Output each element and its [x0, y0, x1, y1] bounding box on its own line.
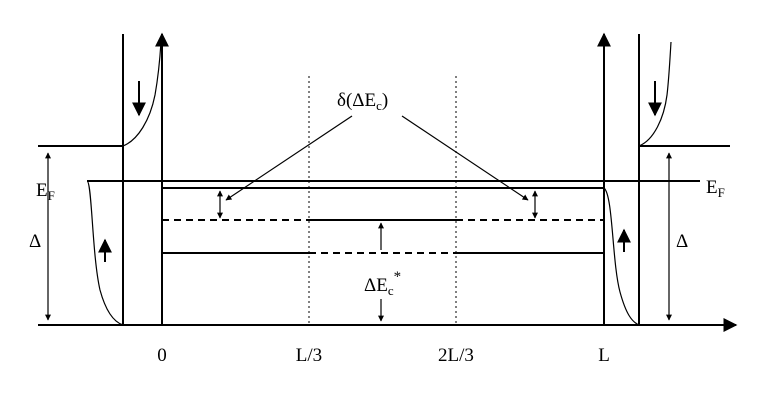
delta-pointer-left [225, 115, 353, 201]
tick-label-l: L [598, 345, 610, 366]
delta-pointer-right [401, 115, 529, 201]
fermi-label-left: EF [36, 180, 55, 203]
delta-shift-label: δ(ΔEc) [337, 90, 388, 113]
right-lower-distribution-curve [603, 187, 640, 326]
tick-label-2l3: 2L/3 [438, 345, 474, 366]
tick-label-0: 0 [157, 345, 167, 366]
right-upper-distribution-curve [638, 41, 672, 147]
tick-label-l3: L/3 [296, 345, 322, 366]
left-lower-distribution-curve [86, 180, 124, 326]
gap-label-right: Δ [676, 231, 688, 252]
gap-label-left: Δ [29, 231, 41, 252]
left-upper-distribution-curve [122, 41, 162, 147]
fermi-label-right: EF [706, 177, 725, 200]
offset-label: ΔEc* [364, 269, 401, 298]
